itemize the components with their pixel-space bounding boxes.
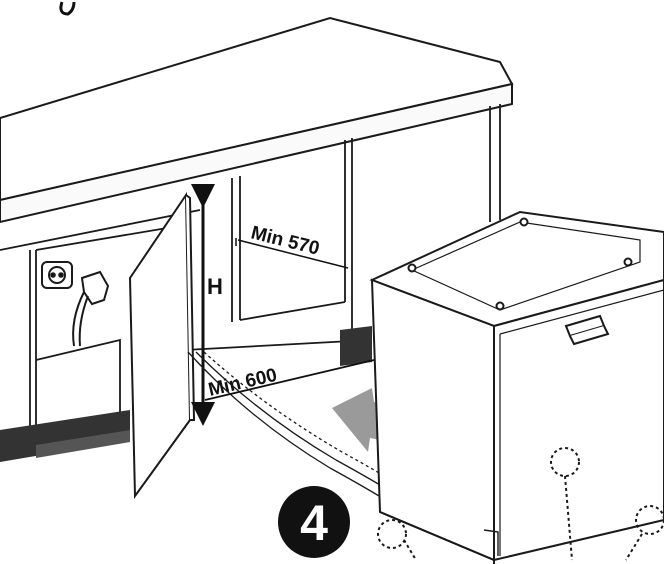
cabinet-door (128, 191, 196, 499)
power-socket-icon (41, 261, 73, 289)
caption-fragment (59, 1, 76, 16)
dishwasher (369, 210, 664, 564)
step-badge: 4 (278, 486, 350, 558)
plug-icon (72, 270, 110, 347)
countertop (0, 16, 514, 224)
foot-markers (377, 447, 664, 561)
dimension-height: H (191, 184, 223, 426)
min-depth-label: Min 570 (249, 222, 322, 259)
dimension-depth: Min 570 (235, 222, 349, 269)
step-number: 4 (300, 495, 328, 551)
height-label: H (207, 274, 223, 299)
